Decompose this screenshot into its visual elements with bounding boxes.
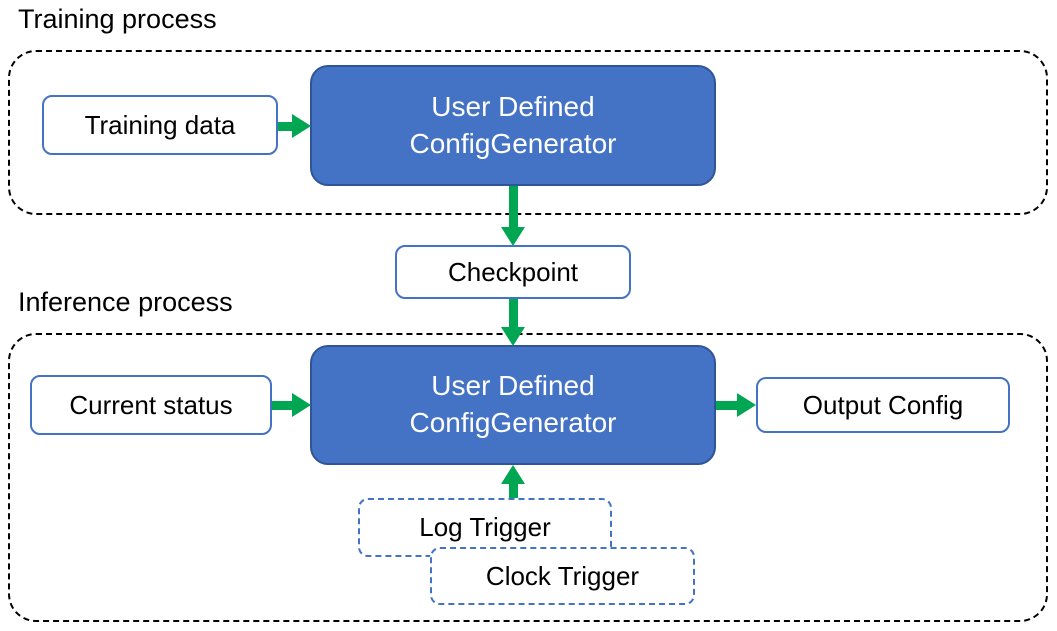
arrow-shaft [272, 400, 292, 410]
arrow-checkpoint-to-generator [501, 299, 525, 346]
arrow-shaft [278, 121, 292, 131]
arrow-shaft [508, 484, 518, 498]
arrow-head-down-icon [501, 227, 525, 246]
arrow-generator-to-checkpoint [501, 186, 525, 246]
node-clock-trigger: Clock Trigger [430, 547, 695, 605]
node-current-status: Current status [30, 375, 272, 435]
node-config-generator-inference: User Defined ConfigGenerator [310, 345, 716, 465]
inference-process-label: Inference process [18, 287, 233, 317]
arrow-shaft [508, 299, 518, 327]
training-process-container [8, 50, 1048, 215]
arrow-generator-to-output-config [716, 393, 756, 417]
training-process-label: Training process [18, 4, 217, 34]
node-checkpoint: Checkpoint [395, 245, 631, 299]
arrow-head-right-icon [292, 114, 311, 138]
node-config-generator-training: User Defined ConfigGenerator [310, 65, 716, 186]
arrow-head-down-icon [501, 327, 525, 346]
arrow-head-up-icon [501, 465, 525, 484]
arrow-head-right-icon [737, 393, 756, 417]
arrow-shaft [508, 186, 518, 227]
arrow-current-status-to-generator [272, 393, 311, 417]
arrow-head-right-icon [292, 393, 311, 417]
arrow-training-data-to-generator [278, 114, 311, 138]
node-training-data: Training data [42, 95, 278, 155]
node-output-config: Output Config [756, 377, 1010, 433]
inference-process-container [8, 333, 1048, 622]
arrow-shaft [716, 400, 737, 410]
arrow-triggers-to-generator [501, 465, 525, 498]
